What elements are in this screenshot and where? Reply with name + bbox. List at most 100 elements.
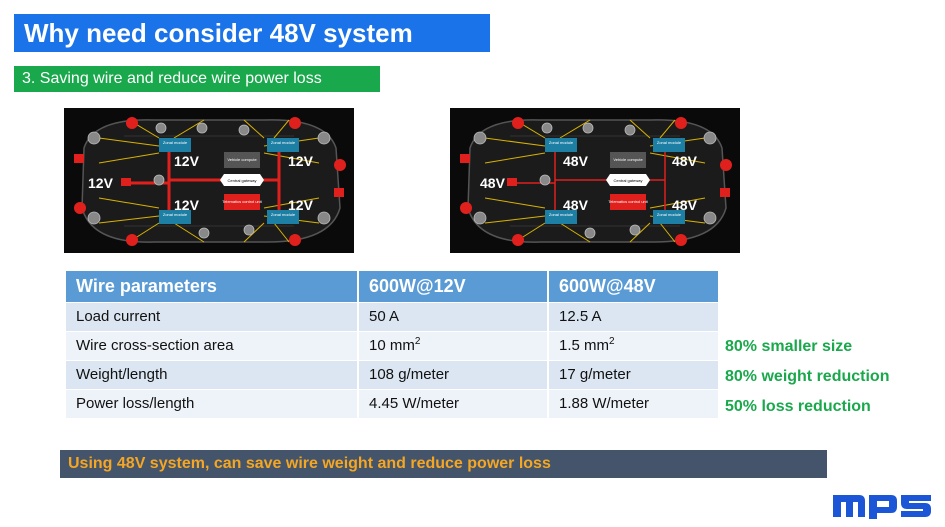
- zonal-module-label: Zonal module: [657, 212, 682, 217]
- speaker-icon: [720, 159, 732, 171]
- close-icon: [675, 117, 687, 129]
- table-cell: 108 g/meter: [358, 359, 549, 389]
- central-gateway-label: Central gateway: [614, 178, 643, 183]
- speaker-icon: [334, 159, 346, 171]
- sensor-icon: [198, 227, 210, 239]
- voltage-label: 12V: [288, 197, 314, 213]
- table-header-cell: Wire parameters: [66, 271, 359, 302]
- car-diagram-48v: Zonal module Zonal module Zonal module Z…: [450, 108, 740, 253]
- mps-logo-mark: [833, 495, 931, 519]
- telematics-box: [610, 194, 646, 210]
- superscript: 2: [414, 336, 421, 347]
- sensor-icon: [87, 211, 101, 225]
- sensor-icon: [155, 122, 167, 134]
- zonal-module-box: [267, 138, 299, 152]
- display-icon: [74, 154, 84, 163]
- voltage-label: 12V: [288, 153, 314, 169]
- display-icon: [460, 154, 470, 163]
- slide-title: Why need consider 48V system: [14, 14, 490, 52]
- light-icon: [512, 234, 524, 246]
- sensor-icon: [196, 122, 208, 134]
- benefit-loss: 50% loss reduction: [725, 398, 871, 415]
- voltage-label: 12V: [88, 175, 114, 191]
- sensor-icon: [87, 131, 101, 145]
- battery-icon: [507, 178, 517, 186]
- table-row: Power loss/length 4.45 W/meter 1.88 W/me…: [66, 388, 718, 418]
- zonal-module-box: [653, 210, 685, 224]
- table-cell: 1.5 mm2: [548, 330, 718, 360]
- vehicle-compute-label: Vehicle compute: [613, 157, 643, 162]
- light-icon: [126, 234, 138, 246]
- central-gateway-box: [220, 174, 264, 186]
- table-cell: 10 mm2: [358, 330, 549, 360]
- table-cell: Wire cross-section area: [66, 330, 359, 360]
- central-gateway-label: Central gateway: [228, 178, 257, 183]
- table-cell: 12.5 A: [548, 301, 718, 331]
- table-cell: 1.88 W/meter: [548, 388, 718, 418]
- voltage-label: 12V: [174, 153, 200, 169]
- close-icon: [289, 117, 301, 129]
- zonal-module-label: Zonal module: [271, 140, 296, 145]
- voltage-label: 48V: [563, 153, 589, 169]
- sensor-icon: [238, 124, 250, 136]
- light-icon: [512, 117, 524, 129]
- zonal-module-box: [159, 138, 191, 152]
- sensor-icon: [582, 122, 594, 134]
- table-row: Weight/length 108 g/meter 17 g/meter: [66, 359, 718, 389]
- vehicle-compute-label: Vehicle compute: [227, 157, 257, 162]
- table-cell: Load current: [66, 301, 359, 331]
- superscript: 2: [609, 336, 615, 347]
- zonal-module-box: [545, 210, 577, 224]
- central-gateway-box: [606, 174, 650, 186]
- mps-logo: [831, 489, 933, 526]
- voltage-label: 48V: [563, 197, 589, 213]
- zonal-module-box: [159, 210, 191, 224]
- sensor-icon: [703, 211, 717, 225]
- table-cell: Power loss/length: [66, 388, 359, 418]
- sensor-icon: [317, 211, 331, 225]
- table-cell: Weight/length: [66, 359, 359, 389]
- telematics-box: [224, 194, 260, 210]
- close-icon: [289, 234, 301, 246]
- car-architecture-illustration: Zonal module Zonal module Zonal module Z…: [460, 117, 732, 246]
- table-header-row: Wire parameters 600W@12V 600W@48V: [66, 271, 718, 302]
- voltage-label: 48V: [480, 175, 506, 191]
- camera-icon: [334, 188, 344, 197]
- table-cell: 50 A: [358, 301, 549, 331]
- sensor-icon: [624, 124, 636, 136]
- table-header-cell: 600W@12V: [358, 271, 549, 302]
- zonal-module-label: Zonal module: [657, 140, 682, 145]
- light-icon: [126, 117, 138, 129]
- camera-icon: [720, 188, 730, 197]
- car-diagram-12v: Zonal module Zonal module Zonal module Z…: [64, 108, 354, 253]
- sensor-icon: [703, 131, 717, 145]
- zonal-module-label: Zonal module: [163, 212, 188, 217]
- zonal-module-box: [267, 210, 299, 224]
- sensor-icon: [317, 131, 331, 145]
- fan-icon: [153, 174, 165, 186]
- wire-parameters-table: Wire parameters 600W@12V 600W@48V Load c…: [66, 271, 718, 418]
- voltage-label: 48V: [672, 153, 698, 169]
- sensor-icon: [584, 227, 596, 239]
- sensor-icon: [473, 131, 487, 145]
- vehicle-compute-box: [610, 152, 646, 168]
- zonal-module-label: Zonal module: [549, 212, 574, 217]
- table-header-cell: 600W@48V: [548, 271, 718, 302]
- sensor-icon: [243, 224, 255, 236]
- telematics-label: Telematics control unit: [608, 199, 648, 204]
- telematics-label: Telematics control unit: [222, 199, 262, 204]
- speaker-icon: [460, 202, 472, 214]
- table-row: Wire cross-section area 10 mm2 1.5 mm2: [66, 330, 718, 360]
- sensor-icon: [541, 122, 553, 134]
- fan-icon: [539, 174, 551, 186]
- battery-icon: [121, 178, 131, 186]
- zonal-module-box: [653, 138, 685, 152]
- sensor-icon: [629, 224, 641, 236]
- zonal-module-box: [545, 138, 577, 152]
- zonal-module-label: Zonal module: [271, 212, 296, 217]
- voltage-label: 12V: [174, 197, 200, 213]
- cell-value: 1.5 mm: [559, 337, 610, 354]
- table-cell: 17 g/meter: [548, 359, 718, 389]
- sensor-icon: [473, 211, 487, 225]
- cell-value: 10 mm: [369, 337, 415, 354]
